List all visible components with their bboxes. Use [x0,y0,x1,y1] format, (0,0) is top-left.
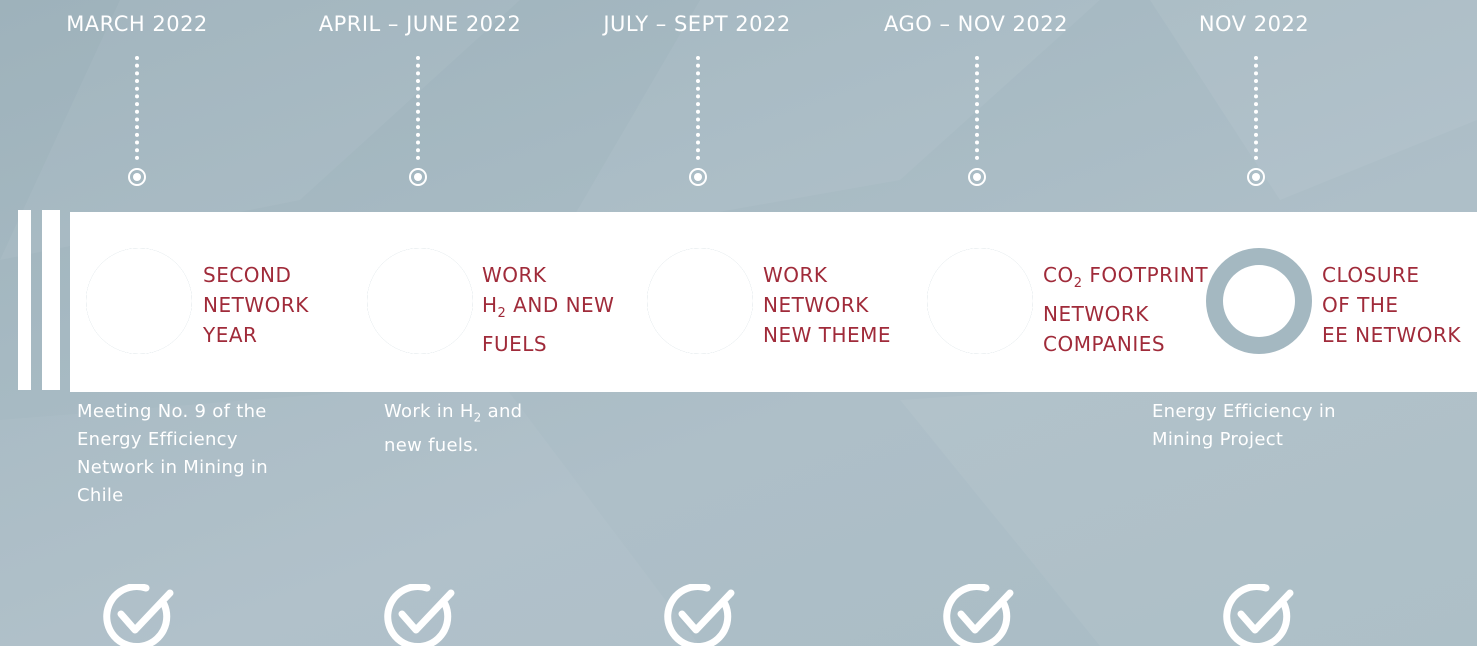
milestone-date: APRIL – JUNE 2022 [318,12,522,36]
timeline-marker [409,168,427,186]
dotted-connector [696,56,700,160]
phase-fill [86,251,192,354]
title-line-co2: CO2 FOOTPRINT [1043,263,1209,291]
milestone-date: AGO – NOV 2022 [883,12,1068,36]
phase-fill [1223,265,1295,337]
title-line: YEAR [203,323,258,347]
phase-disc [927,248,1033,354]
title-line: NETWORK [1043,302,1149,326]
milestone-title: CLOSURE OF THE EE NETWORK [1322,260,1461,350]
title-line: CLOSURE [1322,263,1420,287]
milestone-date: MARCH 2022 [66,12,208,36]
decorative-bar-right [42,210,60,390]
dotted-connector [416,56,420,160]
phase-fill [647,248,753,354]
phase-fill [367,248,473,354]
milestone-title: SECOND NETWORK YEAR [203,260,309,350]
title-line: SECOND [203,263,292,287]
phase-disc [647,248,753,354]
decorative-bar-left [18,210,31,390]
title-line: NETWORK [203,293,309,317]
check-icon [1223,584,1294,646]
timeline-marker [128,168,146,186]
phase-disc [367,248,473,354]
timeline-marker [689,168,707,186]
title-line: COMPANIES [1043,332,1166,356]
check-icon [384,584,455,646]
milestone-description: Energy Efficiency in Mining Project [1152,401,1336,450]
title-line-h2: H2 AND NEW [482,293,615,321]
dotted-connector [975,56,979,160]
title-line: FUELS [482,332,548,356]
title-line: NEW THEME [763,323,892,347]
dotted-connector [135,56,139,160]
phase-disc [1206,248,1312,354]
timeline-marker [1247,168,1265,186]
dotted-connector [1254,56,1258,160]
milestone-title: CO2 FOOTPRINT NETWORK COMPANIES [1043,260,1208,359]
phase-disc [86,248,192,354]
title-line: EE NETWORK [1322,323,1461,347]
check-icon [664,584,735,646]
phase-fill [927,248,1033,355]
milestone-date: JULY – SEPT 2022 [603,12,791,36]
title-line: NETWORK [763,293,869,317]
title-line: WORK [482,263,547,287]
title-line: WORK [763,263,828,287]
check-icon [103,584,174,646]
milestone-date: NOV 2022 [1198,12,1310,36]
milestone-description: Meeting No. 9 of the Energy Efficiency N… [77,401,268,506]
milestone-title: WORK H2 AND NEW FUELS [482,260,614,359]
timeline-marker [968,168,986,186]
check-icon [943,584,1014,646]
milestone-title: WORK NETWORK NEW THEME [763,260,891,350]
title-line: OF THE [1322,293,1399,317]
